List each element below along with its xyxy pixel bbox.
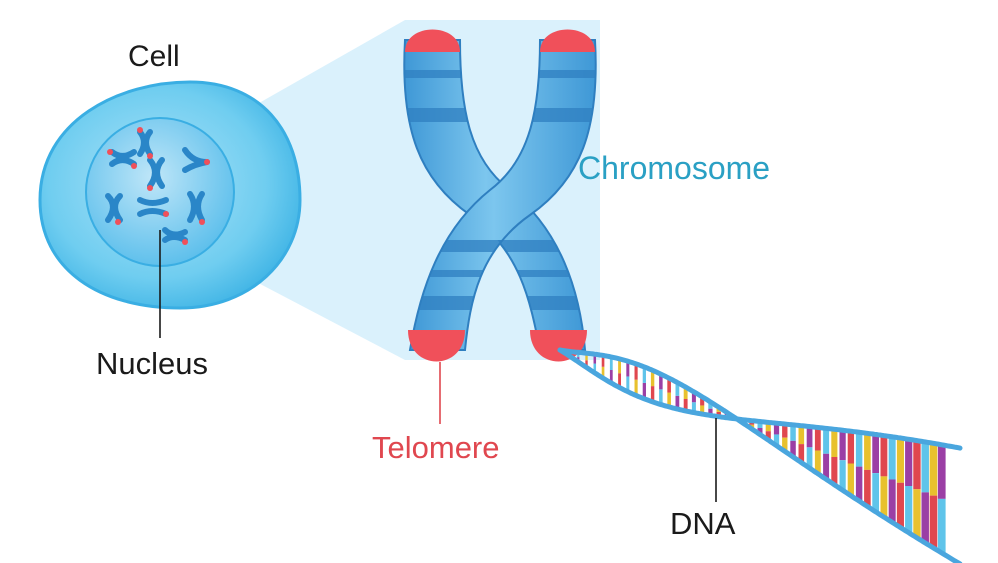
telomere-label: Telomere (372, 430, 500, 465)
dna-label: DNA (670, 506, 736, 541)
telomere-top-left (405, 29, 460, 52)
cell-label: Cell (128, 40, 180, 73)
chromosome (403, 29, 597, 362)
telomere-bottom-left (408, 330, 465, 362)
telomere-top-right (540, 29, 595, 52)
zoom-cone (180, 20, 600, 360)
nucleus-label: Nucleus (96, 346, 208, 381)
mini-chromosomes (105, 129, 210, 243)
dna-strand-b (557, 347, 963, 563)
mini-telomeres (107, 127, 210, 245)
dna-helix (557, 347, 963, 563)
dna-strand-a (557, 347, 963, 451)
chromosome-label: Chromosome (578, 150, 771, 186)
